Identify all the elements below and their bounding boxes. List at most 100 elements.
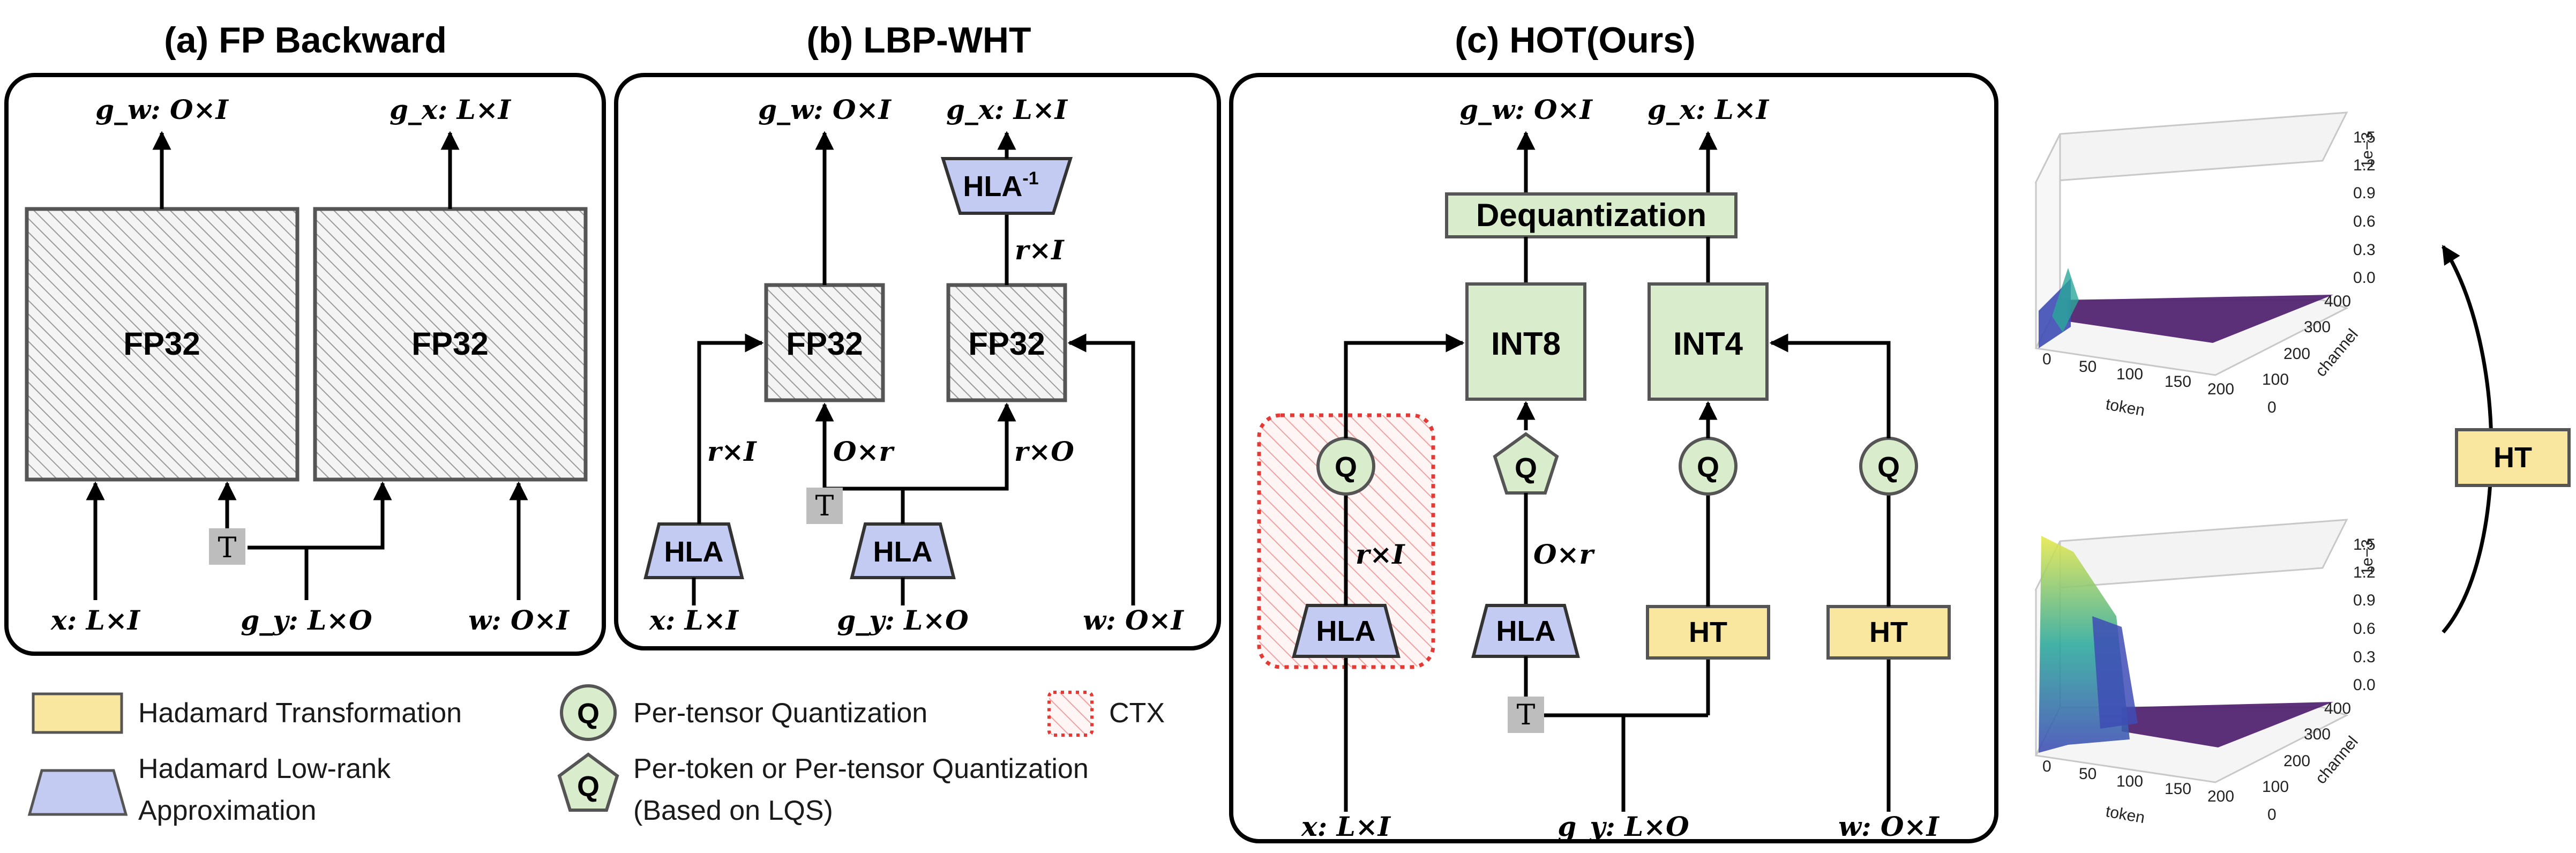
input-b-gy: g_y: L×O — [837, 604, 969, 636]
plot-bottom-xtick-0: 0 — [2042, 758, 2051, 775]
legend-q-pentagon-icon — [557, 752, 619, 812]
legend-q-circle-label: Q — [577, 698, 600, 730]
transpose-label-c: T — [1517, 699, 1536, 731]
fp32-box-b-right — [946, 283, 1067, 402]
q-circle-4-label: Q — [1877, 451, 1900, 483]
hla-left-label: HLA — [664, 536, 724, 568]
plot-bottom-xtick-4: 200 — [2207, 788, 2234, 805]
q-circle-1-label: Q — [1335, 451, 1357, 483]
plot-bottom-xtick-3: 150 — [2165, 780, 2191, 798]
plot-bottom-xtick-2: 100 — [2116, 773, 2143, 790]
panel-b: (b) LBP-WHT FP32 FP32 g_w: O×I HLA-1 g_x… — [614, 20, 1221, 650]
legend-q-circle-icon — [560, 684, 617, 741]
plot-top-xlabel: token — [2105, 395, 2146, 420]
plot-bottom-ytick-0: 0 — [2267, 806, 2277, 824]
plot-top-ytick-1: 100 — [2262, 371, 2289, 388]
surface-plot-bottom: 1e−3 1.5 1.2 0.9 0.6 0.3 0.0 0 50 100 15… — [2034, 519, 2376, 827]
input-b-x: x: L×I — [649, 604, 739, 636]
fp32-label-left: FP32 — [123, 326, 200, 362]
plot-top-xtick-1: 50 — [2079, 358, 2096, 376]
legend-hla-swatch — [27, 769, 128, 816]
legend-ctx-text: CTX — [1109, 698, 1165, 729]
input-c-gy: g_y: L×O — [1557, 811, 1689, 842]
output-gx: g_x: L×I — [390, 94, 512, 125]
plot-bottom-ztick-3: 0.6 — [2353, 620, 2376, 638]
legend-hla-text-2: Approximation — [138, 795, 316, 826]
arrow-c-q-int8 — [1344, 333, 1465, 438]
transpose-label-b: T — [815, 490, 834, 522]
plot-bottom-ztick-4: 0.3 — [2353, 648, 2376, 666]
transpose-box-c — [1508, 697, 1544, 733]
dequantization-box — [1445, 192, 1738, 238]
surface-plot-top: 1e−3 1.5 1.2 0.9 0.6 0.3 0.0 0 50 100 15… — [2034, 111, 2376, 420]
plot-bottom-ztick-2: 0.9 — [2353, 592, 2376, 609]
arrow-gy-in — [304, 481, 392, 600]
plot-bottom-ytick-4: 400 — [2324, 700, 2351, 717]
ht-box-1 — [1646, 605, 1770, 660]
hla-inverse-trapezoid — [940, 157, 1073, 215]
hla-c-center-label: HLA — [1496, 615, 1556, 647]
edge-label-b-rI-top: r×I — [1015, 234, 1065, 266]
output-b-gx: g_x: L×I — [946, 94, 1068, 125]
arrow-c-w-int4 — [1769, 333, 1891, 438]
int8-box — [1465, 282, 1586, 401]
hla-c-left-label: HLA — [1316, 615, 1376, 647]
dequantization-label: Dequantization — [1476, 197, 1706, 233]
side-ht-box — [2455, 428, 2571, 487]
q-circle-3-label: Q — [1697, 451, 1719, 483]
int4-label: INT4 — [1673, 326, 1743, 362]
side-ht-label: HT — [2493, 442, 2532, 474]
edge-label-c-Or: O×r — [1533, 538, 1595, 570]
hla-inverse-label: HLA-1 — [963, 168, 1038, 203]
ht-label-1: HT — [1689, 616, 1727, 648]
plot-top-ztick-2: 0.9 — [2353, 184, 2376, 202]
legend-pentagon-text-1: Per-token or Per-tensor Quantization — [633, 753, 1089, 784]
ht-label-2: HT — [1869, 616, 1908, 648]
arrow-b-rO — [825, 402, 1016, 491]
fp32-label-right: FP32 — [411, 326, 488, 362]
fp32-label-b-left: FP32 — [786, 326, 863, 362]
output-c-gx: g_x: L×I — [1648, 94, 1770, 125]
plot-top-ytick-0: 0 — [2267, 399, 2277, 416]
plot-bottom-ytick-1: 100 — [2262, 778, 2289, 796]
hla-center-trapezoid — [850, 522, 956, 579]
panel-b-title: (b) LBP-WHT — [806, 20, 1031, 61]
plot-top-ztick-3: 0.6 — [2353, 213, 2376, 230]
hla-c-center-trapezoid — [1471, 604, 1580, 658]
plot-top-back-wall — [2034, 111, 2348, 183]
panel-c-title: (c) HOT(Ours) — [1455, 20, 1696, 61]
legend-pentagon-text-2: (Based on LQS) — [633, 795, 833, 826]
input-c-w: w: O×I — [1838, 811, 1940, 842]
plot-top-ytick-2: 200 — [2283, 345, 2310, 363]
transpose-box-b — [806, 488, 843, 524]
legend-ctx-swatch — [1047, 691, 1094, 737]
panel-c: (c) HOT(Ours) g_w: O×I g_x: L×I Dequanti… — [1229, 20, 1998, 843]
arrow-b-w-in — [1067, 333, 1135, 605]
panel-a: (a) FP Backward FP32 FP32 g_w: O×I g_x: … — [4, 20, 606, 656]
plot-top-xtick-3: 150 — [2165, 373, 2191, 391]
edge-label-b-Or: O×r — [833, 436, 895, 467]
plot-bottom-surface — [2122, 702, 2333, 747]
edge-label-c-rI: r×I — [1356, 538, 1405, 570]
plot-top-ztick-4: 0.3 — [2353, 241, 2376, 259]
panel-b-frame — [614, 73, 1221, 650]
arrow-b-hla-left — [697, 333, 764, 524]
int4-box — [1648, 282, 1769, 401]
hla-center-label: HLA — [873, 536, 933, 568]
legend-ht-text: Hadamard Transformation — [138, 698, 462, 729]
transpose-label: T — [218, 532, 237, 564]
plot-top-zscale: 1e−3 — [2358, 132, 2376, 168]
edge-label-b-rO: r×O — [1014, 436, 1074, 467]
transpose-box — [209, 528, 245, 565]
plot-top-xtick-4: 200 — [2207, 380, 2234, 398]
plot-top-xtick-2: 100 — [2116, 365, 2143, 383]
legend-ht-swatch — [32, 692, 123, 734]
plot-bottom-ytick-3: 300 — [2304, 725, 2331, 743]
output-gw: g_w: O×I — [95, 94, 229, 125]
plot-top-ytick-3: 300 — [2304, 318, 2331, 336]
fp32-label-b-right: FP32 — [968, 326, 1045, 362]
legend-q-text: Per-tensor Quantization — [633, 698, 927, 729]
panel-a-title: (a) FP Backward — [164, 20, 447, 61]
hla-c-left-trapezoid — [1292, 604, 1401, 658]
